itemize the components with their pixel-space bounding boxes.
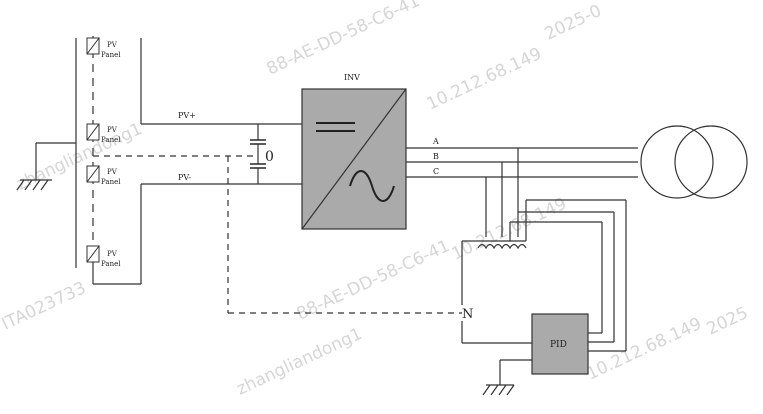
phase-b-label: B — [433, 152, 439, 161]
pid-sensing-wires — [509, 199, 627, 352]
watermark-id: ITA023733 — [0, 278, 89, 334]
pv-negative-label: PV- — [178, 173, 191, 182]
panel-4-label-pv: PV — [107, 250, 118, 258]
panel-1-label-pv: PV — [107, 41, 118, 49]
dc-bus — [141, 123, 302, 185]
ac-three-phase-lines — [406, 147, 638, 237]
pv-panel-3: PV Panel — [86, 165, 121, 186]
phase-a-label: A — [432, 137, 439, 146]
pv-positive-label: PV+ — [178, 111, 196, 120]
pid-label: PID — [550, 340, 567, 350]
phase-c-label: C — [433, 167, 439, 176]
watermark-mac-2: 88-AE-DD-58-C6-41 — [294, 236, 453, 324]
pv-panel-4: PV Panel — [86, 245, 121, 268]
watermark-ip-2: 10.212.68.149 — [449, 194, 570, 265]
watermark-user: zhangliandong1 — [14, 119, 146, 195]
pv-panel-2: PV Panel — [86, 123, 121, 144]
pv-panel-1: PV Panel — [86, 37, 121, 59]
inverter-block — [301, 88, 407, 230]
watermark-mac: 88-AE-DD-58-C6-41 — [264, 0, 423, 80]
panel-3-label-panel: Panel — [101, 178, 121, 186]
watermark-date: 2025-0 — [542, 1, 605, 45]
neutral-reference-dashed — [93, 155, 462, 314]
watermark-year: 2025 — [704, 303, 752, 339]
pid-box — [531, 313, 589, 375]
pv-string — [75, 36, 142, 285]
panel-3-label-pv: PV — [107, 168, 118, 176]
inverter-label: INV — [344, 73, 360, 82]
coupling-transformer — [461, 240, 532, 344]
watermark-ip: 10.212.68.149 — [424, 44, 545, 115]
panel-1-label-panel: Panel — [101, 51, 121, 59]
panel-2-label-panel: Panel — [101, 136, 121, 144]
ac-sine-icon — [349, 170, 395, 202]
ground-symbol-pid — [482, 359, 532, 396]
ground-symbol-left — [16, 142, 76, 191]
neutral-label: N — [462, 307, 473, 322]
panel-2-label-pv: PV — [107, 126, 118, 134]
grid-transformer — [640, 125, 748, 199]
panel-4-label-panel: Panel — [101, 260, 121, 268]
capacitor-midpoint-label: 0 — [265, 149, 274, 165]
watermark-user-2: zhangliandong1 — [234, 324, 366, 400]
